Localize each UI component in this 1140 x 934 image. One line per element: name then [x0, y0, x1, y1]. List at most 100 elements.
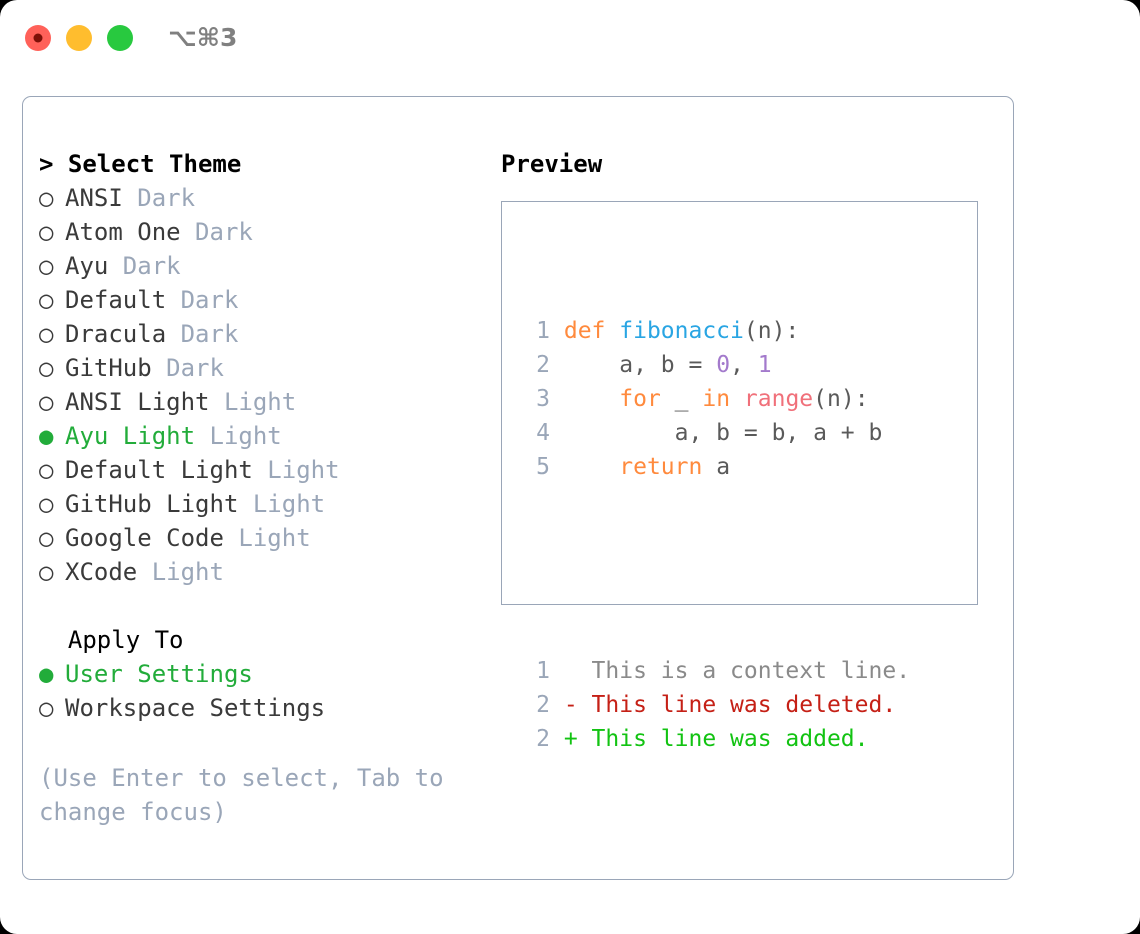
theme-option-label: Google Code: [65, 524, 239, 552]
theme-variant-badge: Light: [209, 422, 282, 450]
theme-picker-panel: > Select Theme ○ANSI Dark○Atom One Dark○…: [22, 96, 1014, 880]
theme-option-dracula[interactable]: ○ Dracula Dark: [39, 317, 479, 351]
line-number: 1: [536, 318, 550, 344]
theme-option-google-code[interactable]: ○ Google Code Light: [39, 521, 479, 555]
line-number: 4: [536, 420, 550, 446]
code-token: _: [660, 386, 703, 412]
code-token: return: [619, 454, 703, 480]
code-line: 3 for _ in range(n):: [516, 382, 910, 416]
theme-option-label: ANSI Light: [65, 388, 224, 416]
theme-option-list: ○ANSI Dark○Atom One Dark○Ayu Dark○Defaul…: [39, 181, 479, 589]
radio-unselected-icon: ○: [39, 558, 54, 586]
theme-option-label: Ayu Light: [65, 422, 210, 450]
theme-variant-badge: Light: [238, 524, 311, 552]
theme-variant-badge: Dark: [122, 252, 181, 280]
diff-line-text: + This line was added.: [563, 726, 869, 752]
radio-unselected-icon: ○: [39, 184, 54, 212]
theme-variant-badge: Light: [252, 490, 326, 518]
code-line: 1 def fibonacci(n):: [516, 314, 910, 348]
theme-option-github-light[interactable]: ○ GitHub Light Light: [39, 487, 479, 521]
code-token: [730, 386, 744, 412]
maximize-button[interactable]: [107, 25, 133, 51]
theme-variant-badge: Dark: [137, 184, 196, 212]
code-token: a: [702, 454, 731, 480]
radio-unselected-icon: ○: [39, 354, 54, 382]
line-number: 2: [536, 726, 550, 752]
theme-option-default-light[interactable]: ○Default Light Light: [39, 453, 479, 487]
diff-line-text: This is a context line.: [563, 658, 911, 684]
apply-to-header: Apply To: [39, 626, 184, 654]
line-number: 2: [536, 692, 550, 718]
code-line: 2 a, b = 0, 1: [516, 348, 910, 382]
diff-sample: 1 This is a context line.2 - This line w…: [516, 654, 910, 756]
radio-unselected-icon: ○: [39, 252, 54, 280]
code-token: in: [702, 386, 731, 412]
theme-option-label: GitHub Light: [65, 490, 253, 518]
theme-option-xcode[interactable]: ○ XCode Light: [39, 555, 479, 589]
apply-to-option-list: ●User Settings ○ Workspace Settings: [39, 657, 479, 725]
code-line: 4 a, b = b, a + b: [516, 416, 910, 450]
apply-to-option-user-settings[interactable]: ●User Settings: [39, 657, 479, 691]
theme-option-github[interactable]: ○GitHub Dark: [39, 351, 479, 385]
code-token: (n):: [813, 386, 869, 412]
radio-unselected-icon: ○: [39, 694, 54, 722]
code-token: range: [743, 386, 814, 412]
diff-line-ctx: 1 This is a context line.: [516, 654, 910, 688]
close-button[interactable]: [25, 25, 51, 51]
minimize-button[interactable]: [66, 25, 92, 51]
radio-unselected-icon: ○: [39, 286, 54, 314]
diff-line-add: 2 + This line was added.: [516, 722, 910, 756]
code-token: 1: [757, 352, 772, 378]
preview-column: Preview 1 def fibonacci(n):2 a, b = 0, 1…: [501, 147, 1001, 752]
keyboard-hint-text: (Use Enter to select, Tab to change focu…: [39, 764, 459, 826]
keyboard-shortcut-label: ⌥⌘3: [168, 23, 238, 52]
theme-option-ayu[interactable]: ○ Ayu Dark: [39, 249, 479, 283]
theme-option-ayu-light[interactable]: ● Ayu Light Light: [39, 419, 479, 453]
line-number: 3: [536, 386, 550, 412]
theme-variant-badge: Dark: [180, 320, 239, 348]
code-token: [564, 454, 619, 480]
theme-option-label: Atom One: [65, 218, 196, 246]
theme-option-label: Default Light: [65, 456, 268, 484]
select-theme-header: > Select Theme: [39, 150, 242, 178]
radio-unselected-icon: ○: [39, 490, 54, 518]
line-number: 2: [536, 352, 550, 378]
theme-variant-badge: Light: [223, 388, 297, 416]
section-spacer: [39, 589, 479, 623]
theme-option-label: Ayu: [65, 252, 123, 280]
traffic-lights: [25, 25, 133, 51]
theme-option-atom-one[interactable]: ○ Atom One Dark: [39, 215, 479, 249]
apply-to-option-label: Workspace Settings: [65, 694, 326, 722]
theme-option-default[interactable]: ○Default Dark: [39, 283, 479, 317]
theme-variant-badge: Light: [267, 456, 340, 484]
code-token: a, b =: [563, 352, 717, 378]
radio-unselected-icon: ○: [39, 524, 54, 552]
theme-variant-badge: Light: [151, 558, 224, 586]
theme-option-label: Dracula: [65, 320, 181, 348]
diff-line-del: 2 - This line was deleted.: [516, 688, 910, 722]
code-gap: [516, 552, 910, 586]
theme-option-label: XCode: [65, 558, 152, 586]
code-token: fibonacci: [619, 318, 744, 344]
title-bar: ⌥⌘3: [0, 0, 1140, 78]
theme-option-label: ANSI: [65, 184, 138, 212]
code-token: a, b = b, a + b: [563, 420, 883, 446]
code-line: 5 return a: [516, 450, 910, 484]
theme-option-label: GitHub: [65, 354, 167, 382]
radio-unselected-icon: ○: [39, 320, 54, 348]
apply-to-option-workspace-settings[interactable]: ○ Workspace Settings: [39, 691, 479, 725]
code-token: [564, 386, 619, 412]
line-number: 1: [536, 658, 550, 684]
radio-unselected-icon: ○: [39, 218, 54, 246]
code-token: ,: [730, 352, 758, 378]
theme-variant-badge: Dark: [195, 218, 253, 246]
theme-option-ansi-light[interactable]: ○ANSI Light Light: [39, 385, 479, 419]
line-number: 5: [536, 454, 550, 480]
diff-line-text: - This line was deleted.: [563, 692, 897, 718]
code-token: (n):: [743, 318, 800, 344]
radio-selected-icon: ●: [39, 422, 54, 450]
theme-option-ansi[interactable]: ○ ANSI Dark: [39, 181, 479, 215]
